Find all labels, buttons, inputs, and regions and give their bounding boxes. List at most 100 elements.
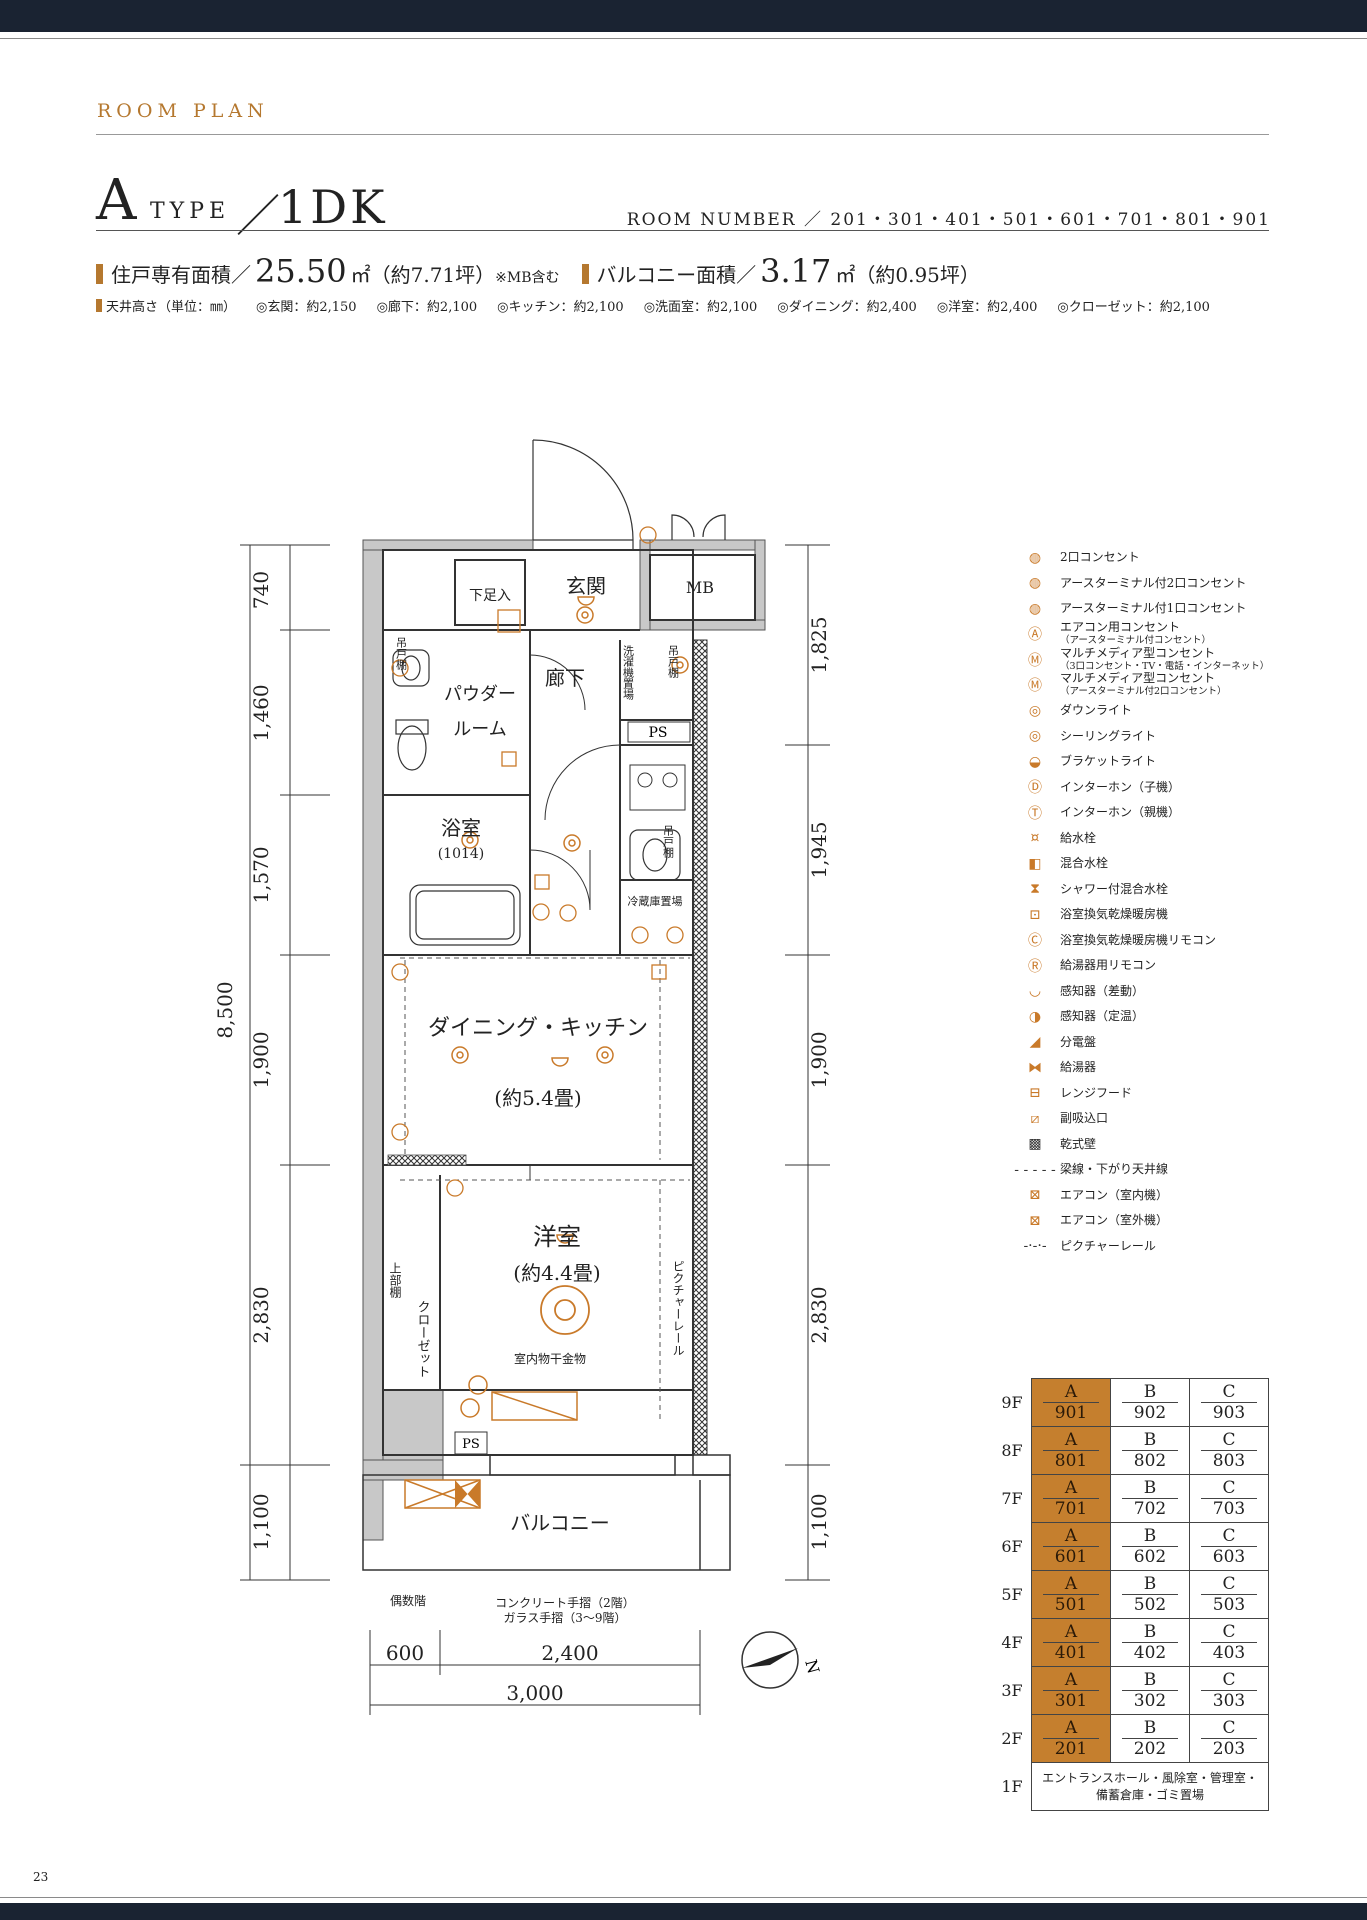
label-rouka: 廊下 [545, 666, 585, 690]
detector-fixed-icon: ◑ [1028, 1008, 1042, 1025]
water-heater-remote-icon: Ⓡ [1028, 958, 1042, 975]
floor-label: 2F [1001, 1728, 1023, 1748]
unit-number: 403 [1212, 1643, 1246, 1663]
bracket-light-icon: ◒ [1028, 753, 1042, 770]
drywall-right [692, 639, 708, 1456]
dim-width: 3,000 [506, 1681, 563, 1705]
legend-label: レンジフード [1060, 1086, 1132, 1100]
distribution-board-icon: ◢ [1029, 1034, 1041, 1051]
unit-type: A [1043, 1622, 1099, 1643]
label-picture-rail: ピクチャーレール [671, 1260, 685, 1356]
label-upper-shelf: 上部棚 [388, 1262, 402, 1299]
multimedia-square-icon: Ⓜ [1028, 652, 1042, 669]
legend-text: インターホン（親機） [1060, 805, 1181, 820]
intercom-parent-icon: Ⓣ [1028, 805, 1042, 822]
legend-item: ◡感知器（差動） [1010, 979, 1280, 1005]
aircon-indoor [460, 1375, 578, 1421]
legend-text: 梁線・下がり天井線 [1060, 1162, 1169, 1177]
layout-title: 1DK [278, 180, 388, 234]
unit-type: A [1043, 1430, 1099, 1451]
label-youshitsu: 洋室 [533, 1223, 581, 1251]
closet-shelf [387, 1154, 467, 1166]
legend-text: 給湯器用リモコン [1060, 958, 1157, 973]
legend-text: 浴室換気乾燥暖房機 [1060, 907, 1169, 922]
legend-label: マルチメディア型コンセント（アースターミナル付2口コンセント） [1060, 672, 1227, 698]
unit-type: B [1122, 1382, 1178, 1403]
legend-item: ◍アースターミナル付2口コンセント [1010, 571, 1280, 597]
water-heater-icon: ⧓ [1028, 1059, 1042, 1076]
aircon-indoor-icon: ⊠ [1029, 1187, 1041, 1204]
legend-text: 浴室換気乾燥暖房機リモコン [1060, 932, 1217, 947]
floor-label: 7F [1001, 1488, 1023, 1508]
north-label: N [801, 1657, 823, 1675]
legend-text: アースターミナル付1口コンセント [1060, 601, 1247, 616]
balcony-unit: ㎡（約0.95坪） [835, 263, 980, 287]
range-hood-icon: ⊟ [1029, 1085, 1041, 1102]
unit-type: C [1201, 1574, 1257, 1595]
unit-type: B [1122, 1430, 1178, 1451]
section-rule [96, 134, 1269, 135]
ceiling-closet: ◎クローゼット：約2,100 [1057, 300, 1210, 315]
area-label: 住戸専有面積 [111, 263, 231, 287]
ceiling-senmen: ◎洗面室：約2,100 [643, 300, 758, 315]
type-letter: A [96, 168, 137, 233]
balcony-area [362, 1454, 731, 1571]
legend-subtext: （アースターミナル付2口コンセント） [1060, 686, 1227, 698]
legend-label: マルチメディア型コンセント（3口コンセント・TV・電話・インターネット） [1060, 646, 1269, 673]
legend-text: マルチメディア型コンセント [1060, 671, 1216, 686]
label-tesuri-1: コンクリート手摺（2階） [495, 1595, 635, 1610]
legend-item: ¤給水栓 [1010, 826, 1280, 852]
dim-bottom-600: 600 [386, 1641, 424, 1665]
legend-text: 2口コンセント [1060, 550, 1140, 565]
dim-bottom-2400: 2,400 [541, 1641, 598, 1665]
vent-icon: ⧄ [1030, 1110, 1040, 1127]
unit-type: C [1201, 1526, 1257, 1547]
legend-item: ⊠ エアコン（室内機） [1010, 1183, 1280, 1209]
unit-number: 503 [1212, 1595, 1246, 1615]
legend-label: 分電盤 [1060, 1035, 1096, 1049]
legend-label: 2口コンセント [1060, 551, 1140, 564]
label-tsuri-left: 吊戸棚 [395, 637, 408, 671]
floor-label: 1F [1001, 1776, 1023, 1796]
area-spec: 住戸専有面積 ／ 25.50 ㎡（約7.71坪） ※MB含む バルコニー面積 ／… [96, 252, 980, 290]
room-numbers: 201・301・401・501・601・701・801・901 [830, 210, 1271, 230]
unit-number: 703 [1212, 1499, 1246, 1519]
legend-label: ピクチャーレール [1060, 1239, 1156, 1253]
legend-item: ◎シーリングライト [1010, 724, 1280, 750]
detector-diff-icon: ◡ [1028, 983, 1042, 1000]
legend-item: Ⓣ インターホン（親機） [1010, 800, 1280, 826]
legend-text: アースターミナル付2口コンセント [1060, 575, 1247, 590]
legend-item: ◍ 2口コンセント [1010, 545, 1280, 571]
legend-label: ダウンライト [1060, 704, 1132, 717]
legend-item: Ⓜ マルチメディア型コンセント（3口コンセント・TV・電話・インターネット） [1010, 646, 1280, 673]
label-bath-size: (1014) [438, 846, 485, 862]
water-heater [455, 1480, 480, 1508]
legend-label: インターホン（子機） [1060, 780, 1180, 794]
dim-right-1825: 1,825 [807, 616, 831, 673]
unit-type: B [1122, 1526, 1178, 1547]
type-word: TYPE [150, 199, 231, 224]
floor-label: 9F [1001, 1392, 1023, 1412]
dim-left-2830: 2,830 [249, 1286, 273, 1343]
dim-right-1900: 1,900 [807, 1031, 831, 1088]
unit-number: 602 [1133, 1547, 1167, 1567]
legend-item: ⧓給湯器 [1010, 1055, 1280, 1081]
faucet-icon: ¤ [1030, 830, 1040, 847]
outlets [391, 659, 684, 1197]
unit-type: A [1043, 1718, 1099, 1739]
label-mb: MB [686, 578, 714, 597]
legend-text: 副吸込口 [1060, 1111, 1109, 1126]
legend-text: エアコン（室内機） [1060, 1187, 1169, 1202]
outlet-2-icon: ◍ [1028, 549, 1042, 566]
ps-box-lower [454, 1431, 488, 1455]
unit-type: A [1043, 1478, 1099, 1499]
